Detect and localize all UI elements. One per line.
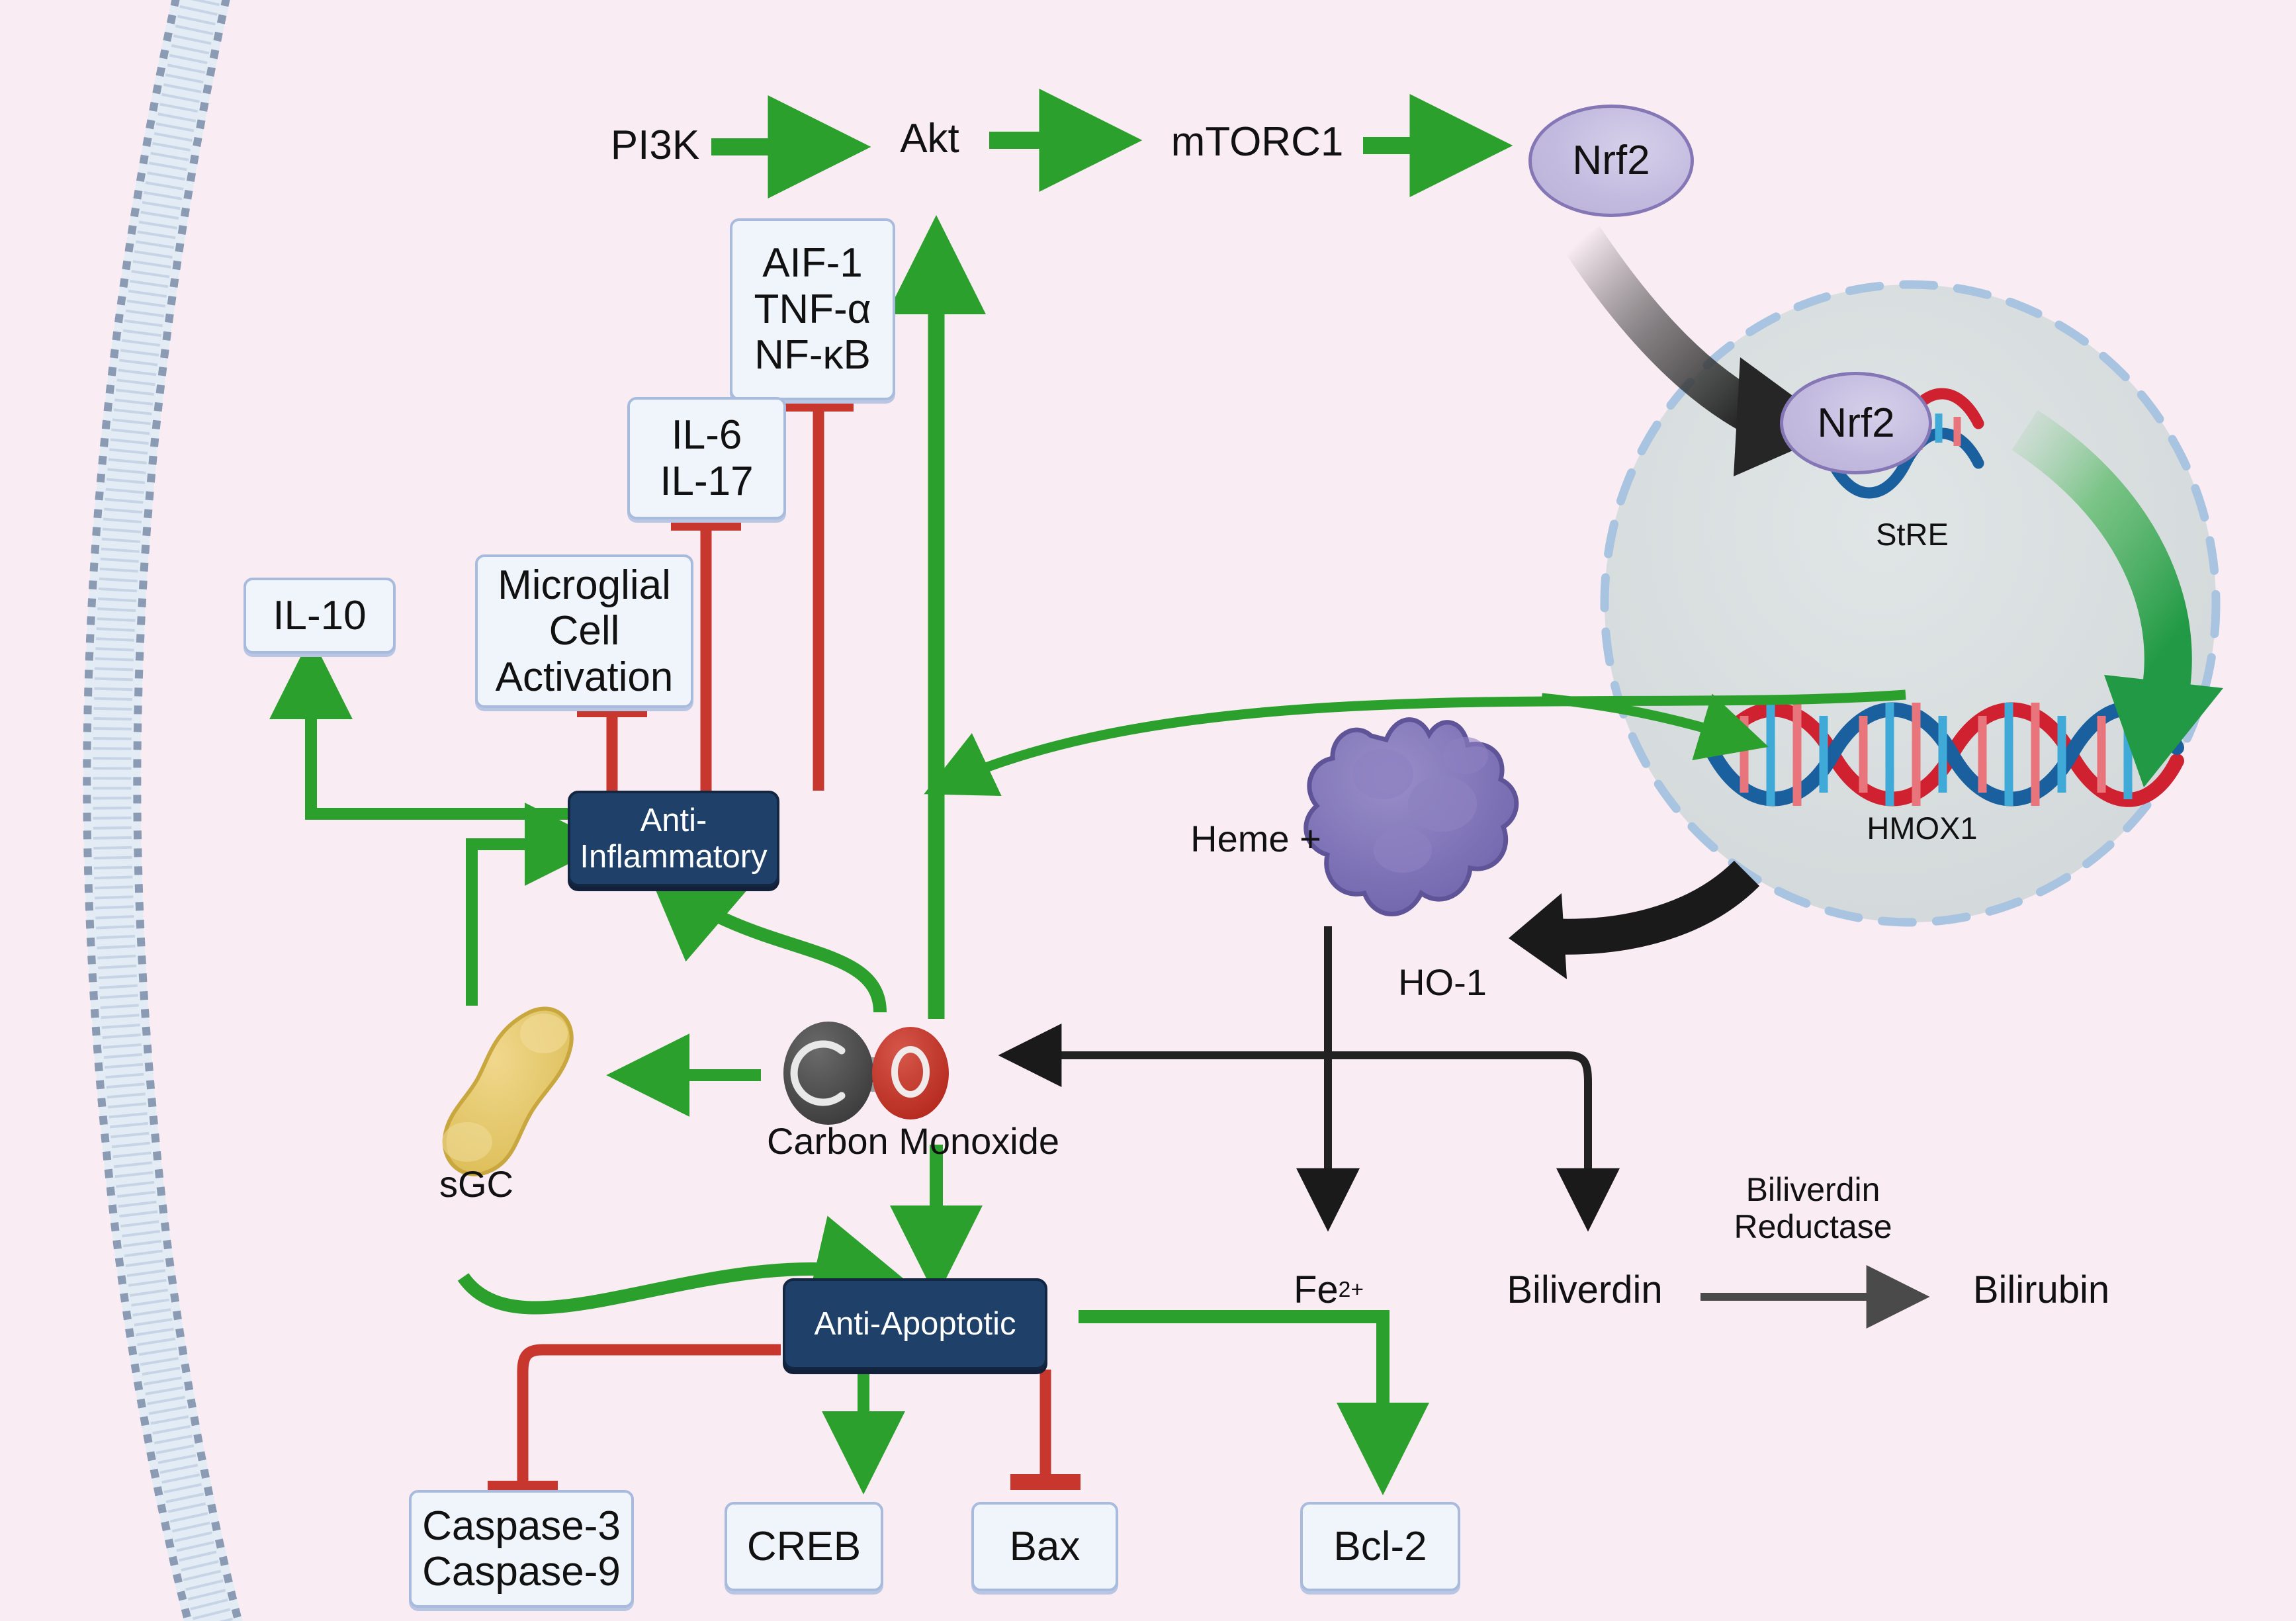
box-line: Microglial xyxy=(498,562,671,608)
edge-ho1-to-biliverdin xyxy=(1542,1051,1620,1232)
box-microglial-cell-activation[interactable]: Microglial Cell Activation xyxy=(475,554,693,708)
inhib-microglial xyxy=(577,701,647,791)
black-metabolic-edges xyxy=(998,926,1930,1329)
node-nrf2-nucleus[interactable]: Nrf2 xyxy=(1780,372,1932,474)
box-line: Caspase-9 xyxy=(422,1549,621,1595)
box-caspases[interactable]: Caspase-3 Caspase-9 xyxy=(409,1490,634,1608)
hmox1-to-heme-arrow xyxy=(1509,860,1760,979)
fe-base: Fe xyxy=(1293,1268,1339,1311)
box-bax[interactable]: Bax xyxy=(971,1502,1118,1591)
box-anti-apoptotic[interactable]: Anti-Apoptotic xyxy=(783,1278,1047,1370)
edge-hmox1-to-vertical xyxy=(924,689,1906,797)
node-pi3k[interactable]: PI3K xyxy=(610,122,700,169)
edge-sgc-to-antiinflammatory xyxy=(466,803,608,1006)
label-line: Biliverdin xyxy=(1745,1171,1880,1208)
label-bilirubin: Bilirubin xyxy=(1972,1268,2110,1311)
label-ho1: HO-1 xyxy=(1398,961,1487,1003)
cell-membrane xyxy=(83,0,243,1621)
box-aif1-tnfa-nfkb[interactable]: AIF-1 TNF-α NF-κB xyxy=(730,218,895,400)
edge-sgc-to-antiapoptotic xyxy=(457,1215,908,1315)
label-hmox1: HMOX1 xyxy=(1867,810,1978,846)
box-line: Cell xyxy=(549,608,620,654)
box-line: AIF-1 xyxy=(762,240,863,286)
box-line: Anti- xyxy=(640,802,707,838)
label-biliverdin: Biliverdin xyxy=(1507,1268,1663,1311)
node-akt[interactable]: Akt xyxy=(900,116,959,162)
edge-co-to-antiinflammatory xyxy=(645,866,887,1013)
label-carbon-monoxide: Carbon Monoxide xyxy=(766,1119,1060,1162)
heme-protein-icon xyxy=(1303,717,1519,916)
edge-antiinflammatory-to-il10 xyxy=(269,636,576,820)
green-activation-edges xyxy=(269,89,1906,1495)
hmox1-dna-helix xyxy=(1706,701,2184,807)
box-line: Inflammatory xyxy=(580,838,768,875)
red-inhibition-edges xyxy=(488,396,1081,1497)
box-line: NF-κB xyxy=(754,332,871,378)
box-creb[interactable]: CREB xyxy=(725,1502,883,1591)
box-line: TNF-α xyxy=(754,286,871,332)
label-biliverdin-reductase: Biliverdin Reductase xyxy=(1700,1162,1925,1254)
inhib-aif1 xyxy=(783,396,854,791)
box-line: IL-6 xyxy=(671,412,742,459)
stre-to-hmox1-arrow xyxy=(2011,410,2223,787)
inhib-bax xyxy=(1010,1370,1081,1490)
box-line: Caspase-3 xyxy=(422,1503,621,1549)
label-stre: StRE xyxy=(1876,516,1949,552)
label-heme-plus: Heme + xyxy=(1190,817,1321,859)
box-line: Activation xyxy=(495,654,674,700)
box-il10[interactable]: IL-10 xyxy=(243,578,396,654)
inhib-il6-il17 xyxy=(671,515,741,791)
label-sgc: sGC xyxy=(439,1162,513,1205)
edge-antiapoptotic-to-bcl2 xyxy=(1079,1310,1429,1495)
label-line: Reductase xyxy=(1734,1208,1892,1245)
box-anti-inflammatory[interactable]: Anti- Inflammatory xyxy=(568,791,779,887)
box-bcl2[interactable]: Bcl-2 xyxy=(1300,1502,1460,1591)
carbon-monoxide-molecule-icon xyxy=(783,1022,949,1125)
node-mtorc1[interactable]: mTORC1 xyxy=(1170,119,1344,165)
box-il6-il17[interactable]: IL-6 IL-17 xyxy=(627,397,786,519)
box-line: IL-17 xyxy=(660,458,754,504)
edge-into-hmox1 xyxy=(1541,693,1769,761)
node-nrf2-cytoplasm[interactable]: Nrf2 xyxy=(1528,105,1694,217)
inhib-caspases xyxy=(488,1344,781,1497)
sgc-protein-icon xyxy=(442,1006,574,1176)
